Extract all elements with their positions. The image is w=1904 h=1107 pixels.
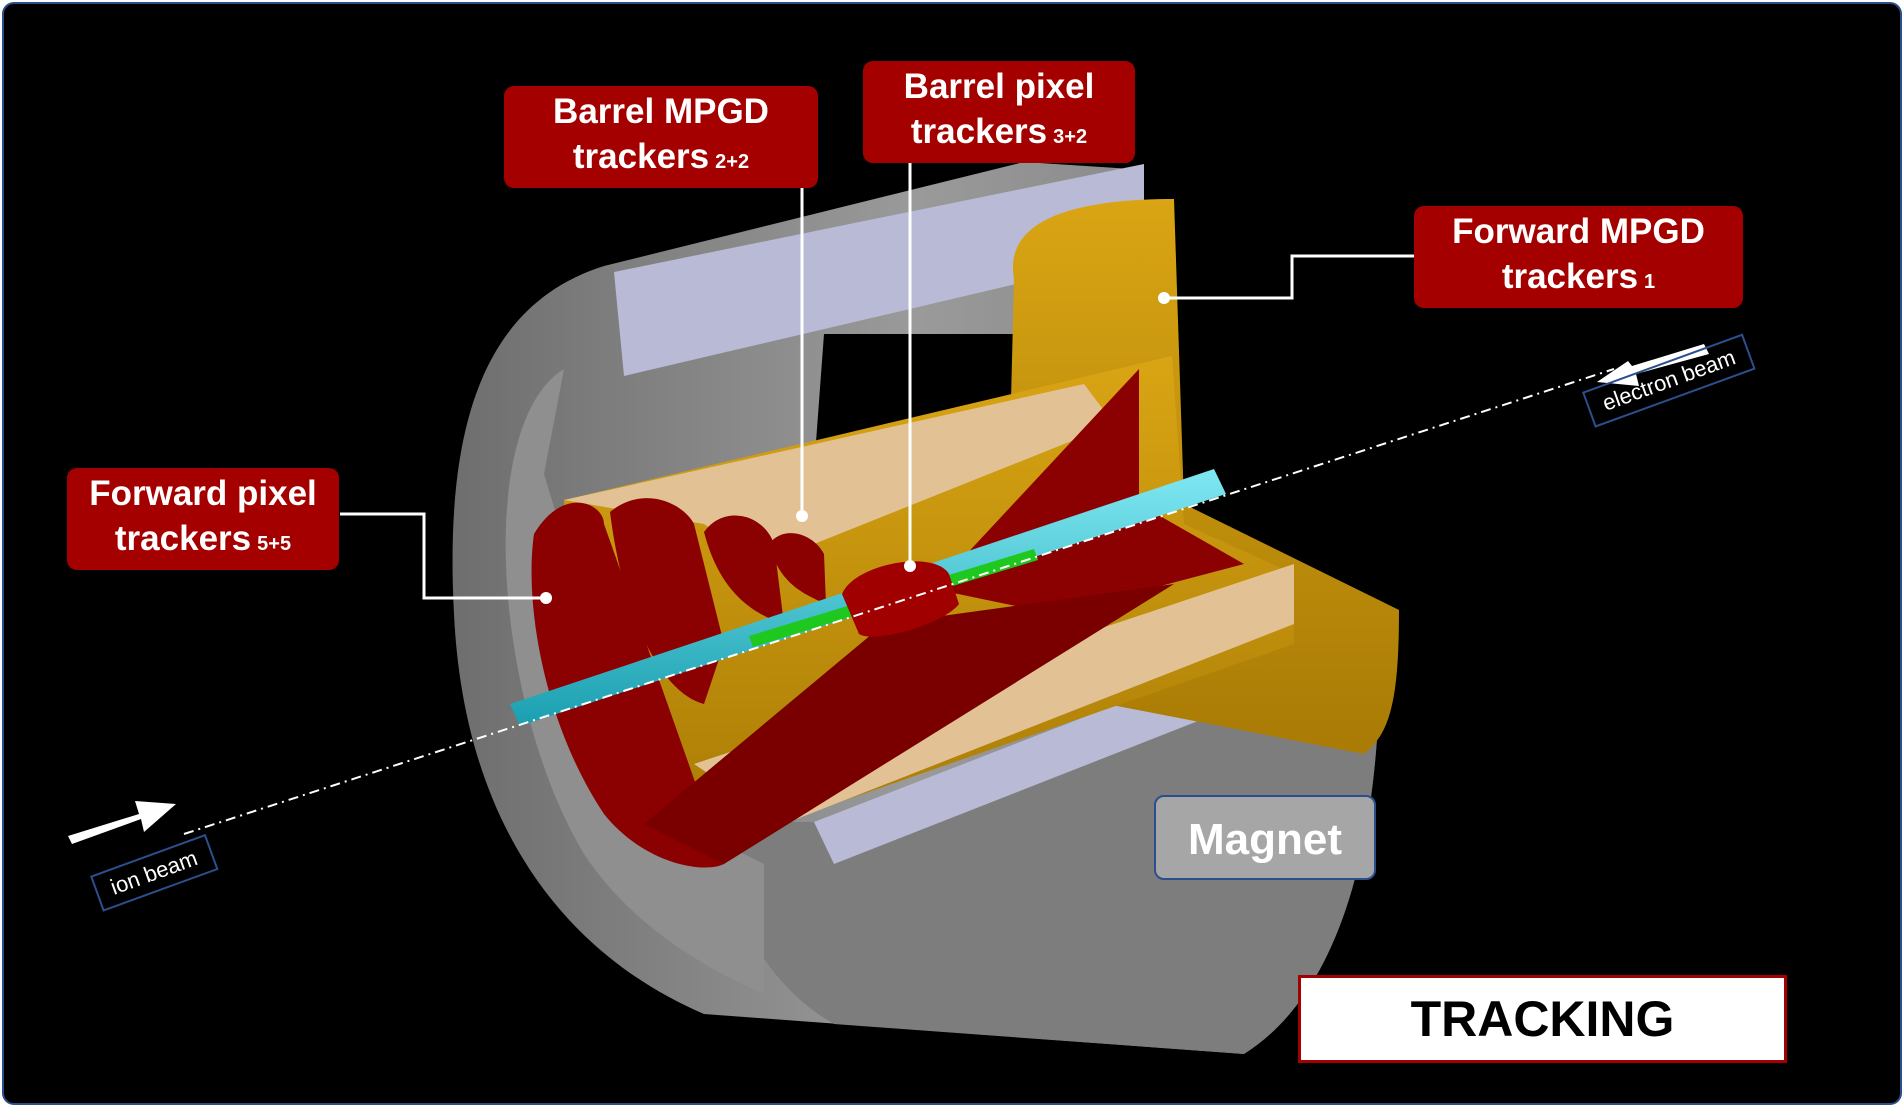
barrel-mpgd-dot xyxy=(796,510,808,522)
beam-axis-line xyxy=(183,368,1615,835)
forward-mpgd-trackers-word: trackers xyxy=(1501,257,1639,296)
forward-mpgd-dot xyxy=(1158,292,1170,304)
forward-mpgd-count: 1 xyxy=(1644,271,1656,293)
forward-pixel-title: Forward pixel xyxy=(89,474,317,513)
forward-pixel-disk-3 xyxy=(704,515,784,624)
barrel-mpgd-count: 2+2 xyxy=(715,151,750,173)
detector-illustration xyxy=(68,156,1709,1054)
forward-pixel-count: 5+5 xyxy=(257,533,292,555)
barrel-pixel-dot xyxy=(904,560,916,572)
electron-beam-arrow xyxy=(1597,344,1709,386)
forward-pixel-leader xyxy=(340,512,546,600)
magnet-front-face xyxy=(714,650,1379,1054)
barrel-pixel-count: 3+2 xyxy=(1053,126,1088,148)
forward-mpgd-title: Forward MPGD xyxy=(1452,212,1705,251)
tracking-system-title: TRACKING SYSTEM xyxy=(1298,975,1787,1103)
barrel-pixel-title: Barrel pixel xyxy=(903,67,1095,106)
barrel-pixel-red-core xyxy=(842,561,959,637)
barrel-mpgd-title: Barrel MPGD xyxy=(553,92,769,131)
forward-pixel-dot xyxy=(540,592,552,604)
forward-pixel-cone-front xyxy=(644,584,1174,864)
forward-pixel-disk-4 xyxy=(769,533,826,604)
barrel-pixel-trackers-word: trackers xyxy=(910,112,1048,151)
magnet-label: Magnet xyxy=(1154,795,1376,880)
barrel-mpgd-inner-edge xyxy=(564,384,1114,564)
ion-beam-arrow xyxy=(68,801,176,844)
forward-pixel-trackers-word: trackers xyxy=(114,519,252,558)
barrel-mpgd-trackers-word: trackers xyxy=(572,137,710,176)
forward-mpgd-leader xyxy=(1164,254,1416,300)
beam-pipe xyxy=(510,469,1226,726)
magnet-top-flat xyxy=(614,164,1144,376)
leader-dots xyxy=(540,292,1170,604)
